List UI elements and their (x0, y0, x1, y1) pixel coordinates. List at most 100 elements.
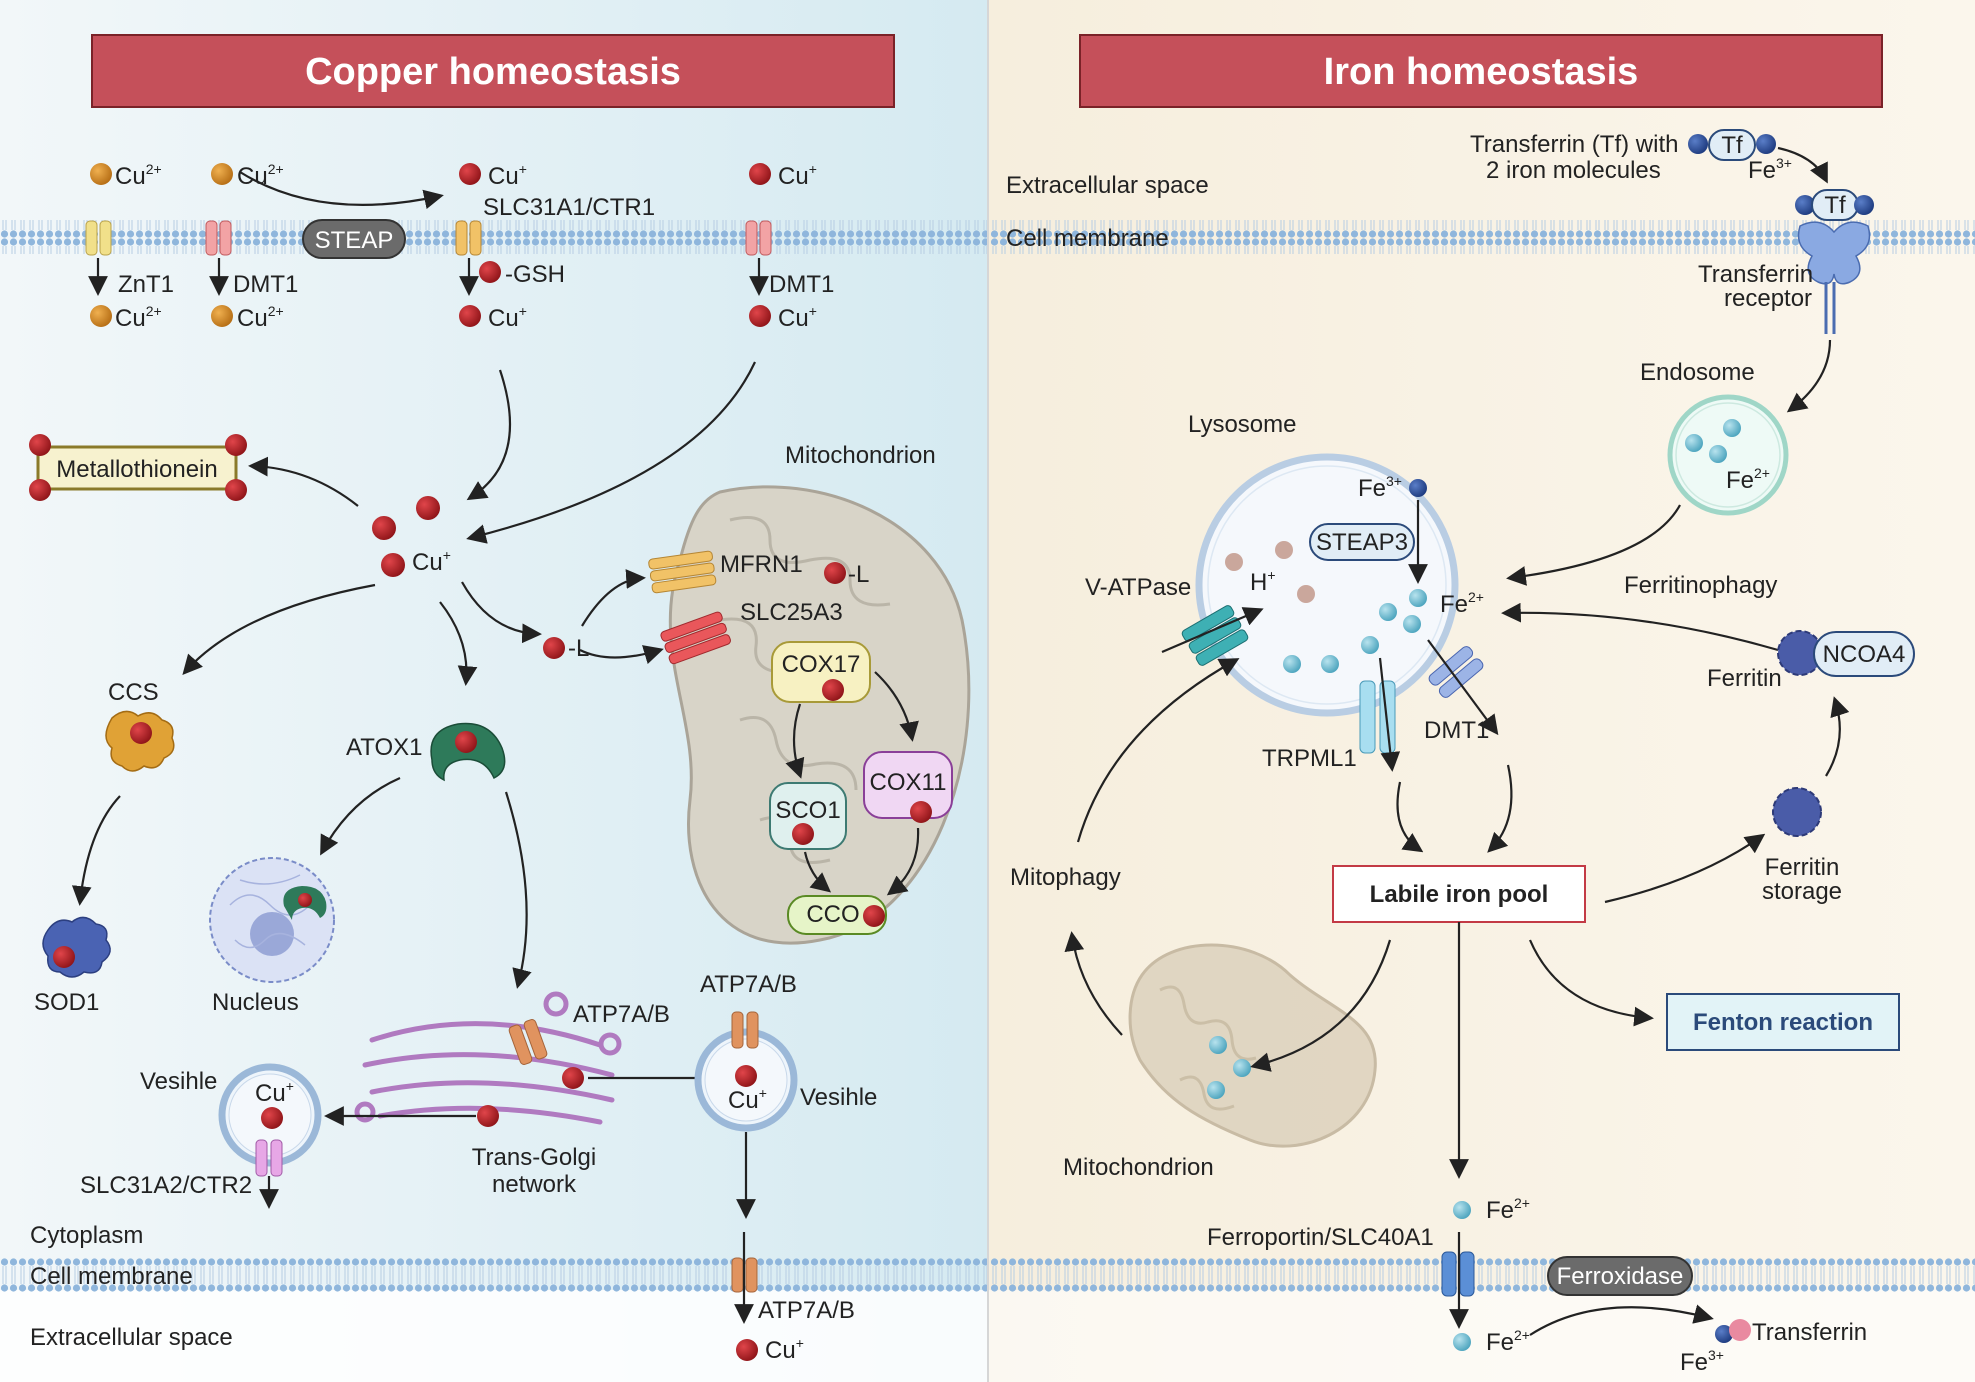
ferritin-storage-label-1: Ferritin (1765, 854, 1840, 881)
iron-membrane-label: Cell membrane (1006, 225, 1169, 252)
ctr2-label: SLC31A2/CTR2 (80, 1172, 252, 1199)
dmt1-channel (205, 220, 232, 256)
fe2-ion (1283, 655, 1301, 673)
vesicle-cu-label: Cu+ (728, 1085, 767, 1114)
ferroportin-label: Ferroportin/SLC40A1 (1207, 1224, 1434, 1251)
znt1-label: ZnT1 (118, 271, 174, 298)
atp7ab-golgi (508, 1019, 548, 1065)
transferrin-icon (1729, 1319, 1751, 1341)
endosome-fe-label: Fe2+ (1726, 465, 1770, 494)
golgi-label-2: network (492, 1171, 577, 1198)
dmt1-label: DMT1 (769, 271, 834, 298)
fe3-ion (1409, 479, 1427, 497)
vesicle-left-label: Vesihle (140, 1068, 217, 1095)
metallothionein-label: Metallothionein (56, 456, 217, 483)
iron-mitochondrion-label: Mitochondrion (1063, 1154, 1214, 1181)
cu1-label: Cu+ (488, 161, 527, 190)
znt1-channel (85, 220, 112, 256)
ccs-label: CCS (108, 679, 159, 706)
transferrin-receptor: Tf (1795, 189, 1874, 334)
ncoa4-label: NCOA4 (1823, 641, 1906, 668)
lysosome-fe2-label: Fe2+ (1440, 589, 1484, 618)
slc25a3-transporter (660, 611, 731, 665)
dmt1-channel (745, 220, 772, 256)
cox11: COX11 (863, 751, 953, 823)
v-atpase-label: V-ATPase (1085, 574, 1191, 601)
endosome-label: Endosome (1640, 359, 1755, 386)
steap3: STEAP3 (1309, 523, 1415, 561)
fe2-ion (1409, 589, 1427, 607)
svg-text:Ferroxidase: Ferroxidase (1557, 1263, 1684, 1290)
transferrin-label-2: 2 iron molecules (1486, 157, 1661, 184)
atp7ab-label: ATP7A/B (758, 1297, 855, 1324)
fe2-ion (1453, 1333, 1471, 1351)
mfrn1-label: MFRN1 (720, 551, 803, 578)
cu1-label: Cu+ (488, 303, 527, 332)
proton (1297, 585, 1315, 603)
proton (1225, 553, 1243, 571)
ferritin-ncoa4: NCOA4 (1777, 630, 1915, 677)
ligand-label: -L (848, 561, 869, 588)
cu1-ion (416, 496, 440, 520)
copper-extracellular-label: Extracellular space (30, 1324, 233, 1351)
mitochondrion-label: Mitochondrion (785, 442, 936, 469)
fe2-ion (1453, 1201, 1471, 1219)
cu2-ion (211, 305, 233, 327)
atox1-label: ATOX1 (346, 734, 422, 761)
cco: CCO (787, 895, 887, 935)
cu1-ion (749, 305, 771, 327)
svg-text:STEAP3: STEAP3 (1316, 529, 1408, 556)
ctr1-label: SLC31A1/CTR1 (483, 194, 655, 221)
transferrin-label: Transferrin (1752, 1319, 1867, 1346)
cu2-label: Cu2+ (237, 303, 284, 332)
transferrin-label-1: Transferrin (Tf) with (1470, 131, 1678, 158)
cu1-ion (479, 261, 501, 283)
copper-title: Copper homeostasis (305, 51, 681, 93)
fe2-label: Fe2+ (1486, 1195, 1530, 1224)
nucleus (209, 857, 335, 983)
fe3-ion (1715, 1325, 1733, 1343)
slc25a3-label: SLC25A3 (740, 599, 843, 626)
v-atpase (1181, 605, 1249, 666)
cu1-ion (562, 1067, 584, 1089)
cu2-ion (90, 163, 112, 185)
svg-text:COX17: COX17 (782, 651, 861, 678)
ligand-label: -L (568, 635, 589, 662)
metallothionein: Metallothionein (29, 434, 247, 501)
fe2-ion (1379, 603, 1397, 621)
dmt1-label: DMT1 (233, 271, 298, 298)
fe3-label: Fe3+ (1680, 1347, 1724, 1376)
lip-label: Labile iron pool (1370, 881, 1549, 908)
sod1-label: SOD1 (34, 989, 99, 1016)
lysosome-fe3-label: Fe3+ (1358, 473, 1402, 502)
cu1-ion (749, 163, 771, 185)
iron-title: Iron homeostasis (1324, 51, 1639, 93)
atp7ab-label: ATP7A/B (573, 1001, 670, 1028)
cu1-label: Cu+ (765, 1335, 804, 1364)
cu2-ion (211, 163, 233, 185)
receptor-label-2: receptor (1724, 285, 1812, 312)
cu2-label: Cu2+ (115, 303, 162, 332)
iron-mitochondrion (1128, 943, 1377, 1148)
central-cu1-label: Cu+ (412, 547, 451, 576)
ferritinophagy-label: Ferritinophagy (1624, 572, 1777, 599)
transferrin-complex: Tf (1688, 129, 1776, 161)
steap-enzyme (302, 219, 406, 259)
cox17: COX17 (771, 641, 871, 703)
copper-membrane-label: Cell membrane (30, 1263, 193, 1290)
sod1-protein (42, 916, 111, 978)
proton (1275, 541, 1293, 559)
mitophagy-label: Mitophagy (1010, 864, 1121, 891)
iron-title-box: Iron homeostasis (1079, 34, 1883, 108)
lysosome (1195, 453, 1459, 717)
cu1-ion (459, 163, 481, 185)
cu2-ion (90, 305, 112, 327)
atp7ab-label: ATP7A/B (700, 971, 797, 998)
steap-label: STEAP (315, 227, 394, 254)
nucleus-label: Nucleus (212, 989, 299, 1016)
cu1-ion (477, 1105, 499, 1127)
cu1-ion (381, 553, 405, 577)
tf-label: Tf (1721, 132, 1743, 159)
svg-text:SCO1: SCO1 (775, 797, 840, 824)
